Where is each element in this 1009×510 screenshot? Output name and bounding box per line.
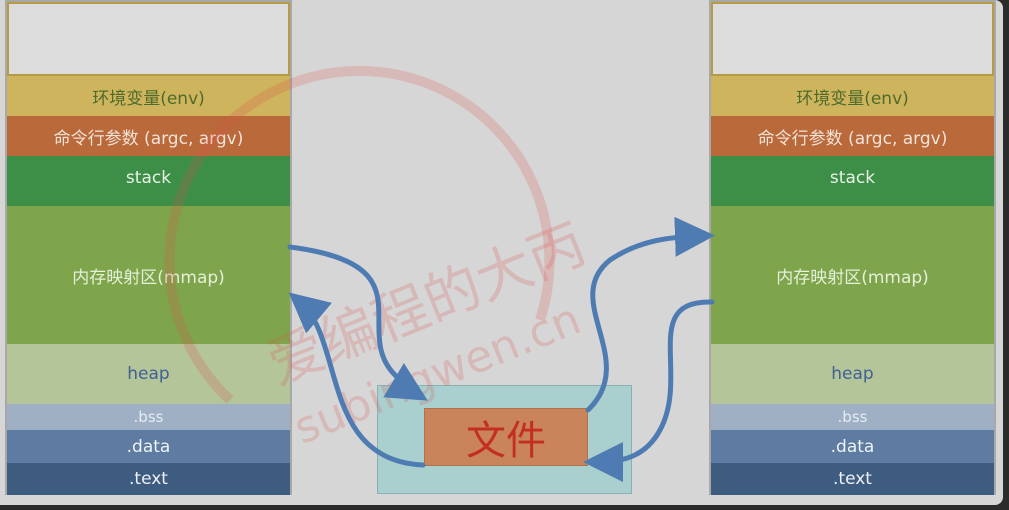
data-segment: .data bbox=[711, 430, 994, 463]
bss-segment: .bss bbox=[711, 404, 994, 430]
stack-segment: stack bbox=[711, 156, 994, 206]
kernel-space-block bbox=[711, 2, 994, 76]
data-segment: .data bbox=[7, 430, 290, 463]
arrow-file-to-right bbox=[585, 216, 715, 413]
args-segment: 命令行参数 (argc, argv) bbox=[711, 116, 994, 156]
mmap-segment: 内存映射区(mmap) bbox=[711, 206, 994, 344]
bss-segment: .bss bbox=[7, 404, 290, 430]
kernel-space-block bbox=[7, 2, 290, 76]
file-label: 文件 bbox=[424, 408, 588, 466]
stack-segment: stack bbox=[7, 156, 290, 206]
arrow-right-to-file bbox=[583, 299, 715, 482]
args-segment: 命令行参数 (argc, argv) bbox=[7, 116, 290, 156]
heap-segment: heap bbox=[7, 344, 290, 404]
heap-segment: heap bbox=[711, 344, 994, 404]
text-segment: .text bbox=[711, 463, 994, 495]
arrow-file-to-left bbox=[288, 292, 426, 468]
right-process-memory: 环境变量(env) 命令行参数 (argc, argv) stack 内存映射区… bbox=[709, 0, 996, 495]
left-process-memory: 环境变量(env) 命令行参数 (argc, argv) stack 内存映射区… bbox=[5, 0, 292, 495]
arrow-left-to-file bbox=[287, 244, 428, 401]
env-segment: 环境变量(env) bbox=[711, 76, 994, 116]
text-segment: .text bbox=[7, 463, 290, 495]
env-segment: 环境变量(env) bbox=[7, 76, 290, 116]
mmap-segment: 内存映射区(mmap) bbox=[7, 206, 290, 344]
